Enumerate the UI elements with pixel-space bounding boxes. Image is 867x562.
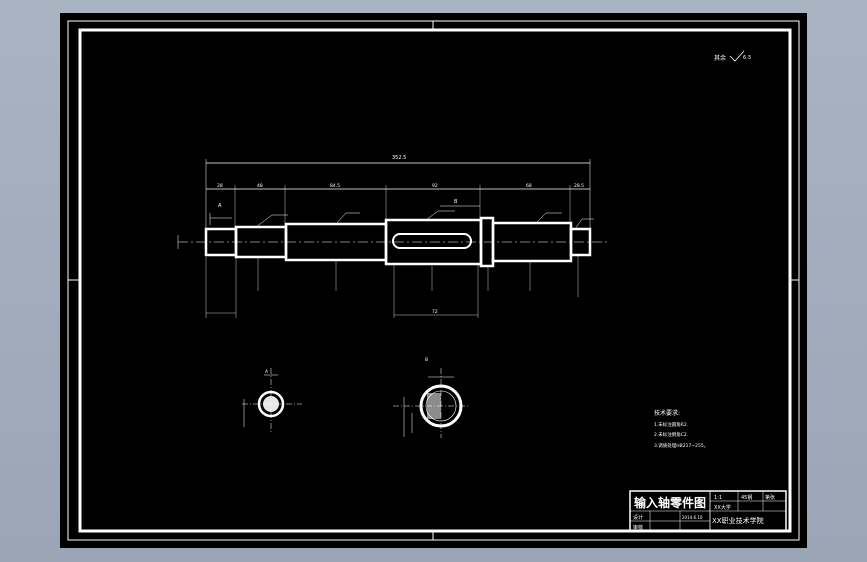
title-block [629,490,787,532]
tech-req-heading: 技术要求: [654,409,680,417]
seg-dim-2: 48 [257,183,263,189]
school-name: XX大学 [714,504,731,511]
drawing-date: 2014.6.10 [682,515,703,520]
sheet-label: 第张 [765,494,775,501]
drawing-canvas: 其余 6.3 352.5 28 48 84.5 92 68 28.5 A B [60,13,807,548]
section-label-a-top: A [218,203,222,209]
material-label: 45钢 [741,494,752,501]
section-view-b [393,368,470,438]
cad-drawing: 其余 6.3 352.5 28 48 84.5 92 68 28.5 A B [67,20,800,541]
drawn-by-label: 设计 [633,514,643,521]
inner-frame [78,28,792,533]
tech-req-item-1: 1.未标注圆角R2. [654,421,688,428]
roughness-symbol-icon [729,50,745,62]
keyway-slot [392,233,472,249]
drawing-scale: 1:1 [714,495,722,501]
section-view-a [242,368,302,433]
roughness-note: 其余 [714,54,726,62]
tech-req-item-3: 3.调质处理HB217~255。 [654,442,708,449]
section-label-b-top: B [454,199,458,205]
seg-dim-3: 84.5 [330,183,340,189]
tech-req-item-2: 2.未标注倒角C2. [654,431,688,438]
roughness-value: 6.3 [743,55,751,61]
section-label-a: A [265,369,269,375]
drawing-title: 输入轴零件图 [634,495,706,510]
seg-dim-1: 28 [217,183,223,189]
seg-dim-6: 28.5 [574,183,584,189]
section-label-b: B [425,357,428,363]
outer-frame [67,20,800,541]
seg-dim-4: 92 [432,183,438,189]
overall-length: 352.5 [392,155,406,161]
keyway-length: 72 [432,309,438,315]
seg-dim-5: 68 [526,183,532,189]
company-name: XX职业技术学院 [712,516,764,525]
checked-by-label: 审核 [633,524,643,531]
